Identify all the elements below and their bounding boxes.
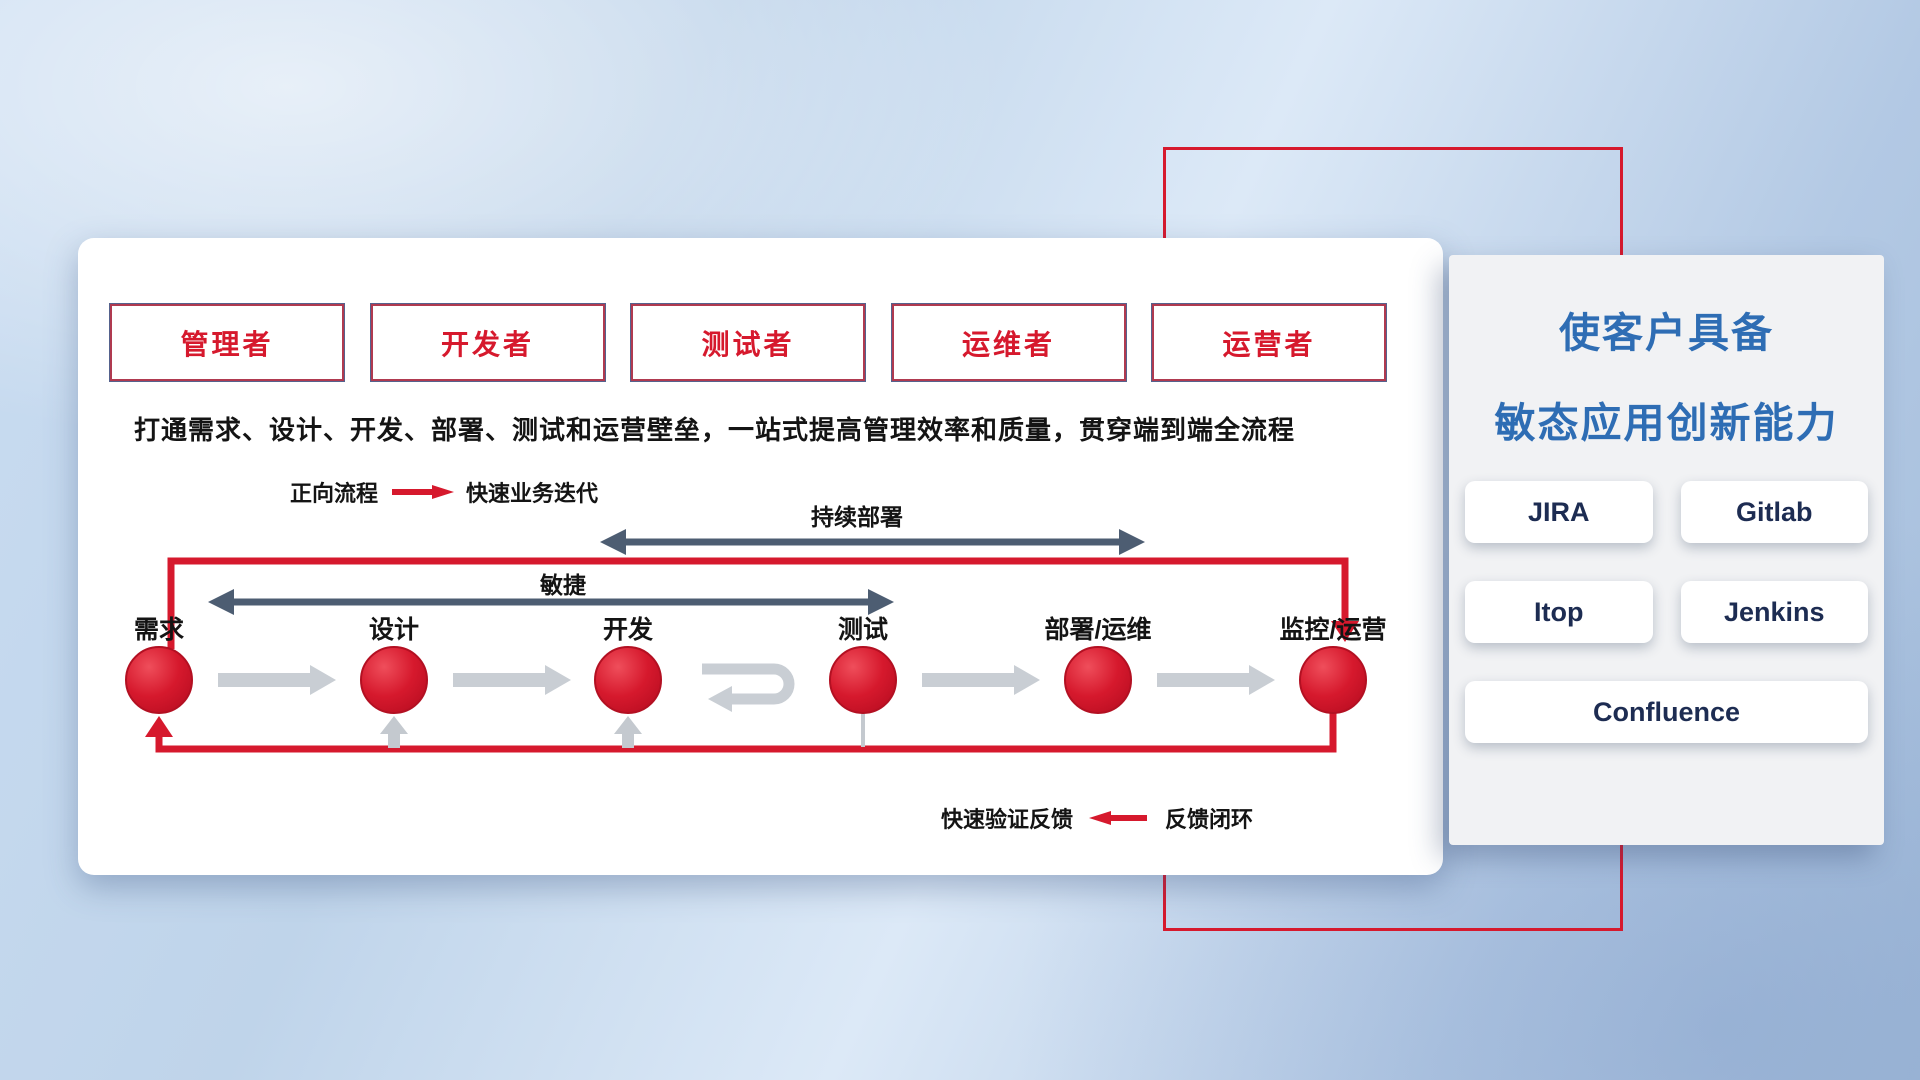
role-box-tester: 测试者 <box>630 303 866 382</box>
role-label: 管理者 <box>180 328 274 360</box>
stage-label-development: 开发 <box>602 616 654 644</box>
devops-flow-panel: 管理者 开发者 测试者 运维者 运营者 打通需求、设计、开发、部署、测试和运营壁… <box>78 238 1443 875</box>
role-box-operator: 运营者 <box>1151 303 1387 382</box>
stage-circles <box>125 646 1367 714</box>
red-feedback-loop <box>145 712 1337 753</box>
tool-button-jira: JIRA <box>1465 481 1653 543</box>
stage-circle-monitor-operations <box>1299 646 1367 714</box>
flow-diagram <box>125 529 1367 753</box>
stage-circle-design <box>360 646 428 714</box>
role-box-ops: 运维者 <box>890 303 1127 382</box>
tool-button-itop: Itop <box>1465 581 1653 643</box>
iteration-loop-icon <box>702 663 795 712</box>
role-box-developer: 开发者 <box>369 303 606 382</box>
design-up-arrow-icon <box>380 716 408 748</box>
feedback-legend-label: 反馈闭环 <box>1165 807 1254 832</box>
stage-circle-requirements <box>125 646 193 714</box>
flow-arrow-icon <box>1157 665 1275 695</box>
stage-label-design: 设计 <box>368 616 420 644</box>
forward-legend: 正向流程 快速业务迭代 <box>290 476 598 508</box>
roles-row: 管理者 开发者 测试者 运维者 运营者 <box>109 303 1387 382</box>
continuous-deploy-arrow-icon <box>600 529 1145 555</box>
flow-arrow-icon <box>218 665 336 695</box>
forward-legend-label: 正向流程 <box>290 481 379 506</box>
tool-button-gitlab: Gitlab <box>1680 481 1868 543</box>
agile-arrow-icon <box>208 589 894 615</box>
capability-panel: 使客户具备 敏态应用创新能力 JIRA Gitlab Itop Jenkins … <box>1449 255 1884 845</box>
stage-circle-deploy-ops <box>1064 646 1132 714</box>
stage-label-testing: 测试 <box>837 616 889 644</box>
role-label: 测试者 <box>701 328 795 360</box>
role-box-manager: 管理者 <box>109 303 345 382</box>
flow-arrow-icon <box>922 665 1040 695</box>
panel-title-line1: 使客户具备 <box>1559 310 1774 356</box>
feedback-legend: 快速验证反馈 反馈闭环 <box>941 802 1253 834</box>
description-text: 打通需求、设计、开发、部署、测试和运营壁垒，一站式提高管理效率和质量，贯穿端到端… <box>134 415 1296 445</box>
tools-grid: JIRA Gitlab Itop Jenkins Confluence <box>1465 481 1868 743</box>
arrow-right-icon <box>392 485 455 499</box>
dev-up-arrow-icon <box>614 716 642 748</box>
stage-circle-testing <box>829 646 897 714</box>
stage-label-deploy-ops: 部署/运维 <box>1044 616 1152 644</box>
role-label: 运维者 <box>961 328 1055 360</box>
arrow-left-icon <box>1089 811 1148 825</box>
stage-circle-development <box>594 646 662 714</box>
continuous-deploy-label: 持续部署 <box>811 504 903 530</box>
tool-button-jenkins: Jenkins <box>1680 581 1868 643</box>
role-label: 开发者 <box>440 328 534 360</box>
feedback-legend-value: 快速验证反馈 <box>941 807 1074 832</box>
red-forward-loop <box>167 557 1359 649</box>
panel-title-line2: 敏态应用创新能力 <box>1494 400 1839 446</box>
role-label: 运营者 <box>1222 328 1316 360</box>
flow-arrow-icon <box>453 665 571 695</box>
stage-label-monitor-operations: 监控/运营 <box>1279 616 1387 644</box>
forward-legend-value: 快速业务迭代 <box>466 481 599 506</box>
agile-label: 敏捷 <box>540 572 586 598</box>
stage-label-requirements: 需求 <box>133 616 185 644</box>
tool-button-confluence: Confluence <box>1465 681 1868 743</box>
